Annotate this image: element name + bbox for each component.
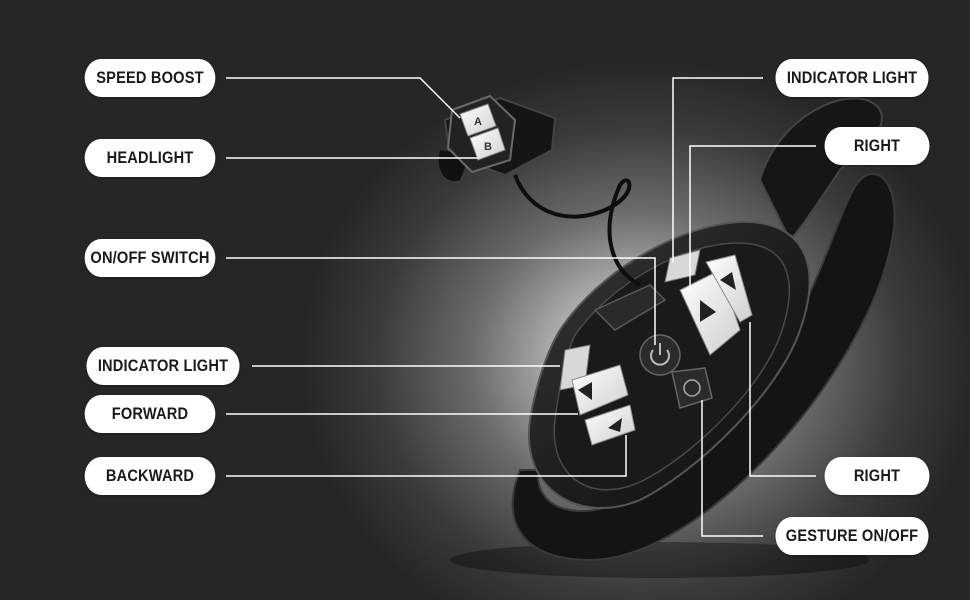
leader-right-top xyxy=(689,145,816,290)
label-indicator-light-left: INDICATOR LIGHT xyxy=(86,347,240,385)
label-forward: FORWARD xyxy=(84,395,216,433)
speed-boost-button xyxy=(459,103,497,137)
cable xyxy=(513,174,641,287)
right-button-small xyxy=(705,254,753,323)
leader-gesture-on-off xyxy=(701,400,763,537)
mode-button xyxy=(593,284,667,331)
leader-right-bottom xyxy=(749,322,816,477)
leader-indicator-light-right xyxy=(672,77,763,262)
gesture-icon xyxy=(683,379,701,397)
leader-backward xyxy=(226,435,627,477)
label-headlight: HEADLIGHT xyxy=(84,139,216,177)
label-backward: BACKWARD xyxy=(84,457,216,495)
forward-button xyxy=(571,364,629,416)
label-right-bottom: RIGHT xyxy=(824,457,930,495)
label-on-off-switch: ON/OFF SWITCH xyxy=(84,239,216,277)
right-arrow-icon-small xyxy=(720,272,736,290)
forward-arrow-icon xyxy=(578,382,592,400)
label-gesture-on-off: GESTURE ON/OFF xyxy=(775,517,929,555)
button-a-label: A xyxy=(474,116,482,128)
label-speed-boost: SPEED BOOST xyxy=(84,59,216,97)
right-arrow-icon-large xyxy=(700,300,716,322)
backward-button xyxy=(584,404,636,446)
button-b-label: B xyxy=(484,141,492,153)
label-indicator-light-right: INDICATOR LIGHT xyxy=(775,59,929,97)
headlight-button xyxy=(469,127,506,161)
leader-speed-boost xyxy=(226,77,461,119)
power-icon xyxy=(650,349,670,366)
leader-on-off-switch xyxy=(226,257,656,345)
label-right-top: RIGHT xyxy=(824,127,930,165)
backward-arrow-icon xyxy=(608,418,622,432)
gesture-button xyxy=(671,367,713,409)
